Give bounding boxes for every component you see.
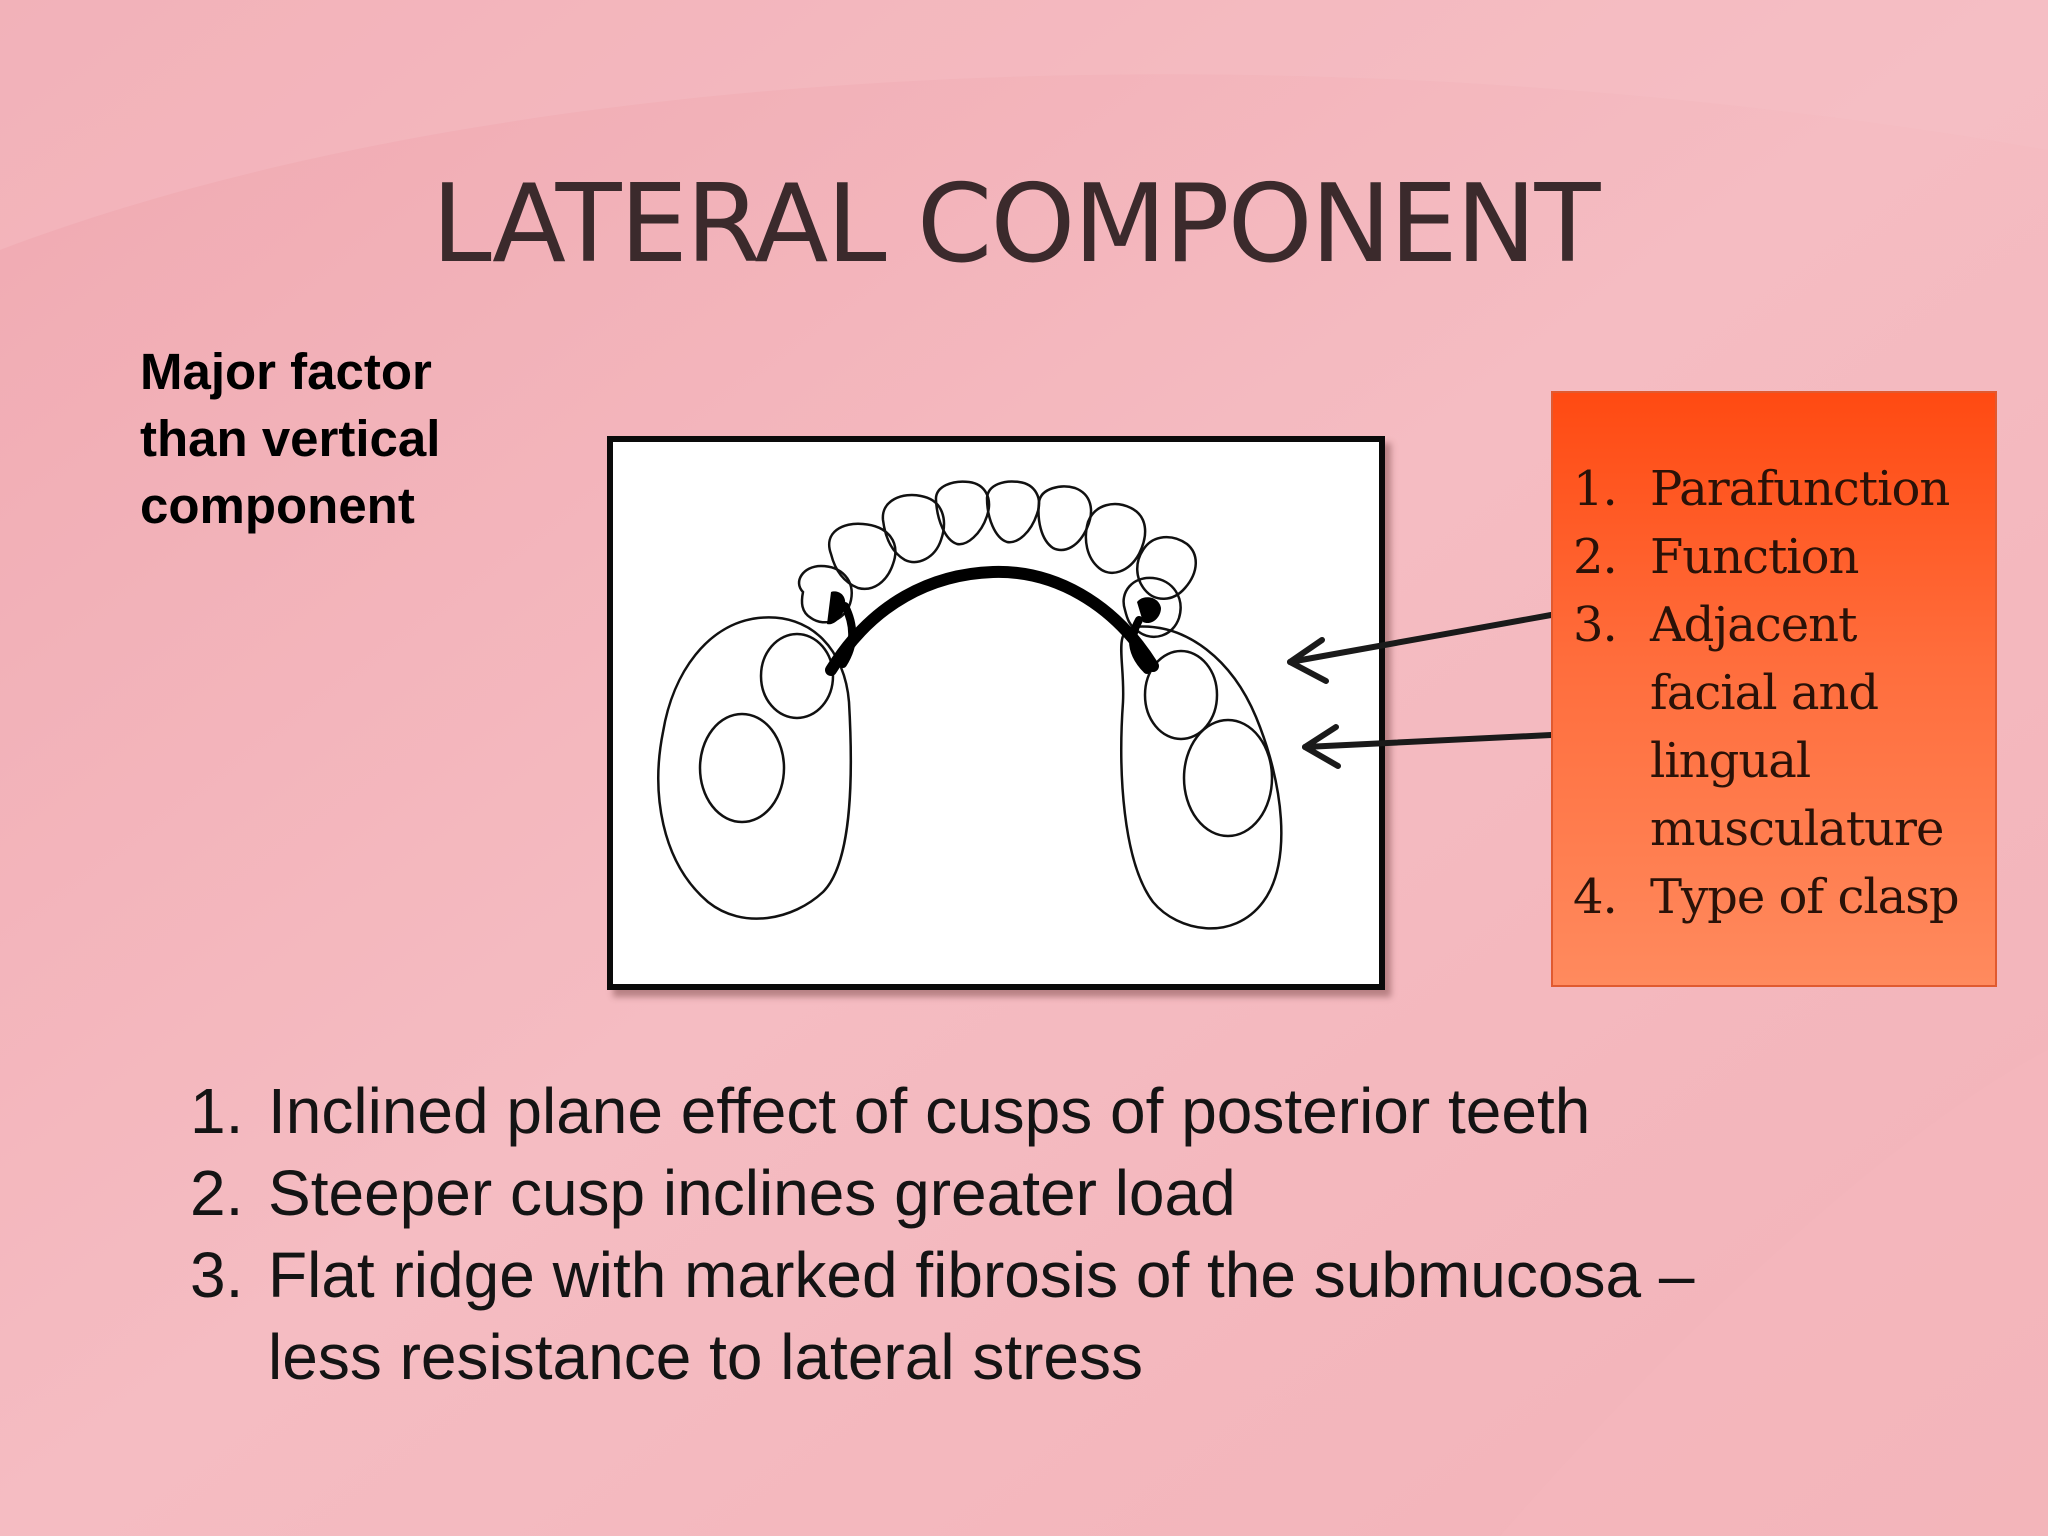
list-item-label: Adjacent facial and lingual musculature (1650, 597, 1944, 857)
list-item-text: Flat ridge with marked fibrosis of the s… (268, 1239, 1695, 1393)
list-item: 1. Inclined plane effect of cusps of post… (190, 1070, 1890, 1152)
list-number: 2. (1573, 529, 1618, 585)
dental-arch-figure (607, 436, 1385, 990)
side-note-line: than vertical (140, 410, 441, 467)
list-number: 1. (190, 1075, 244, 1147)
list-item: 3. Adjacent facial and lingual musculatur… (1573, 591, 1993, 863)
factors-box: 1. Parafunction 2. Function 3. Adjacent fac… (1551, 391, 1997, 987)
list-number: 1. (1573, 461, 1618, 517)
list-number: 3. (190, 1239, 244, 1311)
factors-list: 1. Parafunction 2. Function 3. Adjacent fac… (1573, 455, 1993, 931)
list-number: 2. (190, 1157, 244, 1229)
list-item: 2. Steeper cusp inclines greater load (190, 1152, 1890, 1234)
list-number: 3. (1573, 597, 1618, 653)
list-item-label: Function (1650, 529, 1859, 585)
list-item: 1. Parafunction (1573, 455, 1993, 523)
slide-title: LATERAL COMPONENT (431, 162, 1601, 287)
list-number: 4. (1573, 869, 1618, 925)
list-item: 2. Function (1573, 523, 1993, 591)
list-item-text: Steeper cusp inclines greater load (268, 1157, 1236, 1229)
side-note-line: Major factor (140, 343, 432, 400)
side-note: Major factor than vertical component (140, 338, 540, 539)
list-item: 4. Type of clasp (1573, 863, 1993, 931)
list-item-text: Inclined plane effect of cusps of poster… (268, 1075, 1591, 1147)
list-item: 3. Flat ridge with marked fibrosis of the… (190, 1234, 1748, 1398)
list-item-label: Type of clasp (1650, 869, 1960, 925)
side-note-line: component (140, 477, 415, 534)
list-item-label: Parafunction (1650, 461, 1950, 517)
points-list: 1. Inclined plane effect of cusps of post… (190, 1070, 1890, 1398)
dental-arch-diagram-icon (657, 480, 1283, 930)
